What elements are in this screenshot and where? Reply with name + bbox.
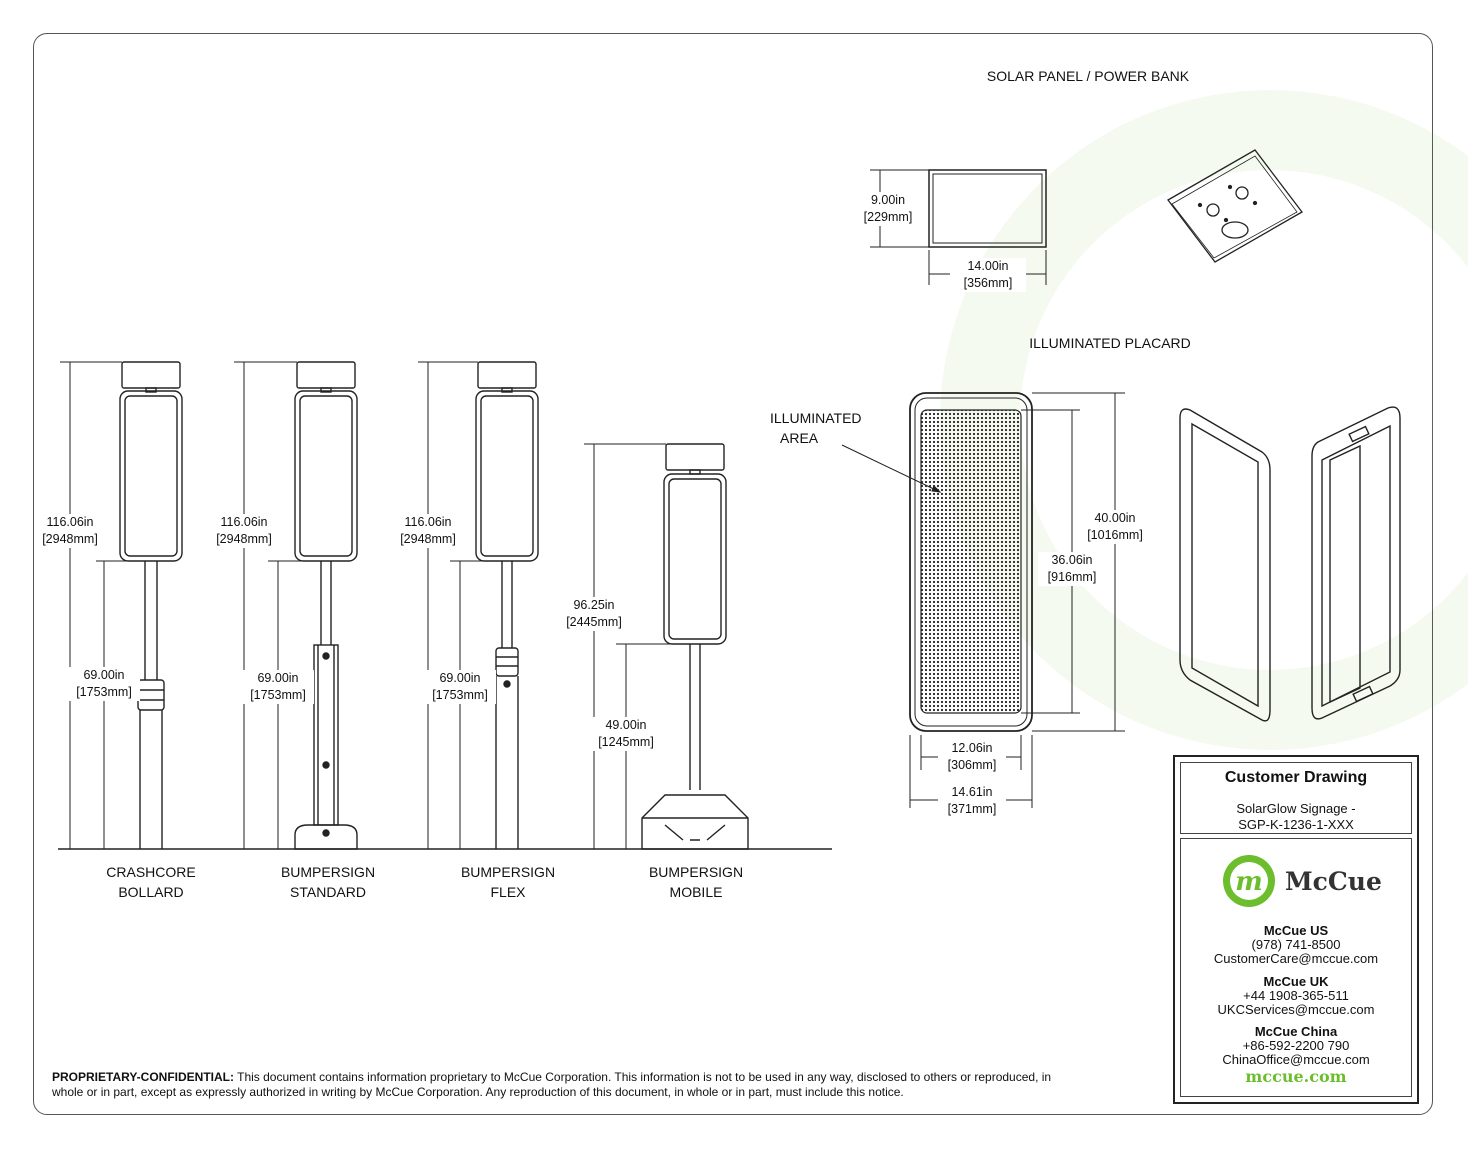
crashcore-sign-height-dimension: 69.00in1753mm <box>68 667 140 701</box>
placard-outline <box>663 473 727 645</box>
placard-outline <box>475 390 539 562</box>
placard-section-title: ILLUMINATED PLACARD <box>1029 335 1191 351</box>
bumpersign-mobile-drawing <box>641 443 749 850</box>
title-block-company: m McCue McCue US (978) 741-8500 Customer… <box>1180 838 1412 1097</box>
contact-us: McCue US (978) 741-8500 CustomerCare@mcc… <box>1213 923 1379 966</box>
placard-isometric-front <box>1179 408 1271 722</box>
placard-front-view <box>841 392 1033 732</box>
mccue-logo-icon: m <box>1223 855 1275 907</box>
bumpersign-flex-drawing <box>475 361 539 849</box>
svg-text:m: m <box>1235 867 1263 897</box>
solar-panel-box <box>121 361 181 389</box>
crashcore-total-height-dimension: 116.06in2948mm <box>34 514 106 548</box>
placard-isometric-back <box>1311 406 1401 720</box>
standard-total-height-dimension: 116.06in2948mm <box>208 514 280 548</box>
bumpersign-standard-drawing <box>294 361 358 850</box>
title-block-heading: Customer Drawing <box>1224 769 1368 786</box>
title-block: Customer Drawing SolarGlow Signage - SGP… <box>1173 755 1419 1104</box>
placard-outer-height-dimension: 40.00in1016mm <box>1080 510 1150 544</box>
flex-sign-height-dimension: 69.00in1753mm <box>424 670 496 704</box>
placard-inner-width-dimension: 12.06in306mm <box>938 740 1006 774</box>
placard-outline <box>119 390 183 562</box>
website-link[interactable]: mccue.com <box>1245 1067 1347 1086</box>
solar-panel-box <box>665 443 725 471</box>
solar-panel-box <box>477 361 537 389</box>
title-block-header: Customer Drawing SolarGlow Signage - SGP… <box>1180 762 1412 834</box>
solar-height-dimension: 9.00in229mm <box>852 192 924 226</box>
placard-inner-height-dimension: 36.06in916mm <box>1038 552 1106 586</box>
standard-sign-height-dimension: 69.00in1753mm <box>242 670 314 704</box>
drawing-sheet-border <box>33 33 1433 1115</box>
crashcore-bollard-drawing <box>119 361 183 849</box>
brand-name: McCue <box>1285 867 1382 896</box>
solar-width-dimension: 14.00in356mm <box>950 258 1026 292</box>
mobile-sign-height-dimension: 49.00in1245mm <box>590 717 662 751</box>
contact-china: McCue China +86-592-2200 790 ChinaOffice… <box>1222 1024 1370 1067</box>
flex-total-height-dimension: 116.06in2948mm <box>392 514 464 548</box>
solar-panel-isometric-view <box>1167 149 1303 263</box>
mobile-total-height-dimension: 96.25in2445mm <box>558 597 630 631</box>
solar-panel-section-title: SOLAR PANEL / POWER BANK <box>986 68 1190 84</box>
placard-outline <box>294 390 358 562</box>
placard-outer-width-dimension: 14.61in371mm <box>938 784 1006 818</box>
mccue-logo: m McCue <box>1221 853 1382 909</box>
contact-uk: McCue UK +44 1908-365-511 UKCServices@mc… <box>1217 974 1375 1017</box>
dimension-lines <box>60 361 690 849</box>
title-block-product: SolarGlow Signage - SGP-K-1236-1-XXX <box>1236 801 1356 832</box>
confidentiality-notice: PROPRIETARY-CONFIDENTIAL: This document … <box>52 1070 1052 1099</box>
solar-panel-box <box>296 361 356 389</box>
